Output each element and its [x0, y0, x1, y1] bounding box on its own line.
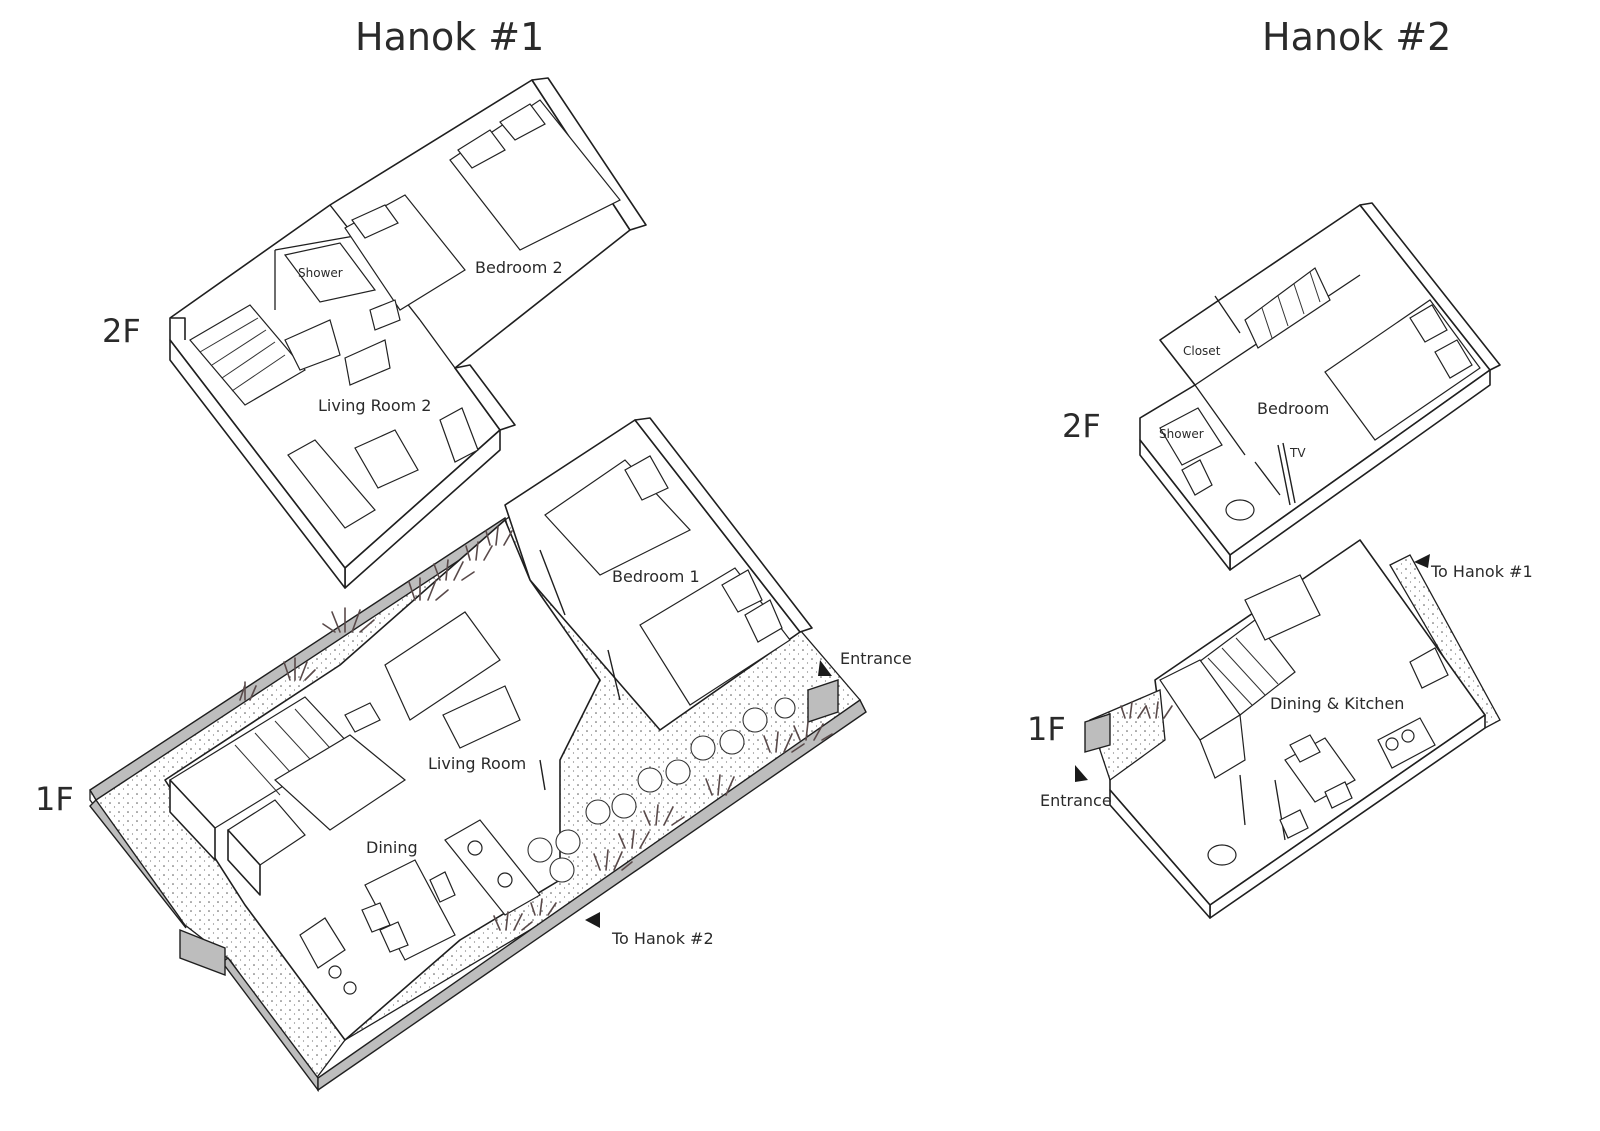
hanok1-title: Hanok #1	[355, 15, 544, 59]
hanok1-dining-label: Dining	[366, 838, 418, 857]
hanok2-1f-plan	[1075, 539, 1501, 919]
hanok2-shower-label: Shower	[1159, 427, 1204, 441]
hanok1-bedroom2-label: Bedroom 2	[475, 258, 563, 277]
hanok1-2f-plan	[169, 77, 647, 589]
hanok1-shower-label: Shower	[298, 266, 343, 280]
hanok1-bedroom1-label: Bedroom 1	[612, 567, 700, 586]
hanok2-2f-plan	[1139, 202, 1501, 571]
hanok2-entrance-label: Entrance	[1040, 791, 1112, 810]
hanok2-tv-label: TV	[1289, 446, 1306, 460]
hanok2-to-hanok1-label: To Hanok #1	[1430, 562, 1533, 581]
hanok2-dining-kitchen-label: Dining & Kitchen	[1270, 694, 1404, 713]
hanok1-2f-label: 2F	[102, 312, 141, 350]
hanok2-closet-label: Closet	[1183, 344, 1221, 358]
hanok1-entrance-label: Entrance	[840, 649, 912, 668]
hanok2-bedroom-label: Bedroom	[1257, 399, 1329, 418]
hanok1-1f-plan	[89, 417, 867, 1093]
hanok1-living-room2-label: Living Room 2	[318, 396, 431, 415]
hanok1-to-hanok2-label: To Hanok #2	[611, 929, 714, 948]
hanok2-2f-label: 2F	[1062, 407, 1101, 445]
hanok1-1f-label: 1F	[35, 780, 74, 818]
hanok2-1f-label: 1F	[1027, 710, 1066, 748]
hanok2-title: Hanok #2	[1262, 15, 1451, 59]
hanok1-living-room-label: Living Room	[428, 754, 526, 773]
